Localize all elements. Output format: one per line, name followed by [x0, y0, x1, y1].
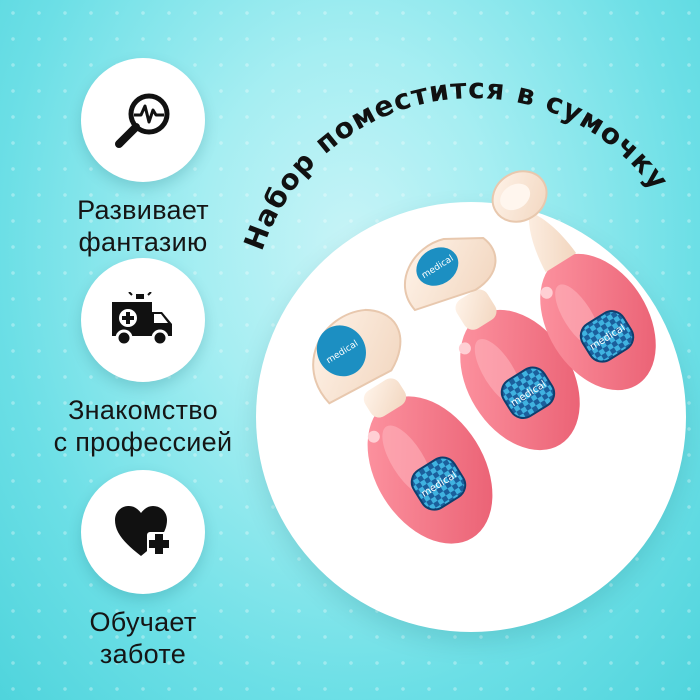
feature-icon-circle: [81, 258, 205, 382]
heart-plus-icon: [115, 506, 171, 556]
feature-label: Развивает фантазию: [13, 194, 273, 258]
toy-spatula: medical: [491, 170, 656, 391]
feature-care: Обучает заботе: [13, 470, 273, 670]
magnifier-heartbeat-icon: [115, 93, 170, 148]
feature-label-line: Обучает: [89, 607, 197, 637]
feature-icon-circle: [81, 58, 205, 182]
sticker: [316, 325, 366, 377]
feature-label-line: заботе: [99, 639, 187, 669]
toy-hammer: medical medical: [403, 236, 580, 451]
ambulance-icon: [112, 292, 172, 347]
feature-label-line: Знакомство: [68, 395, 218, 425]
feature-fantasy: Развивает фантазию: [13, 58, 273, 258]
feature-label-line: фантазию: [78, 227, 208, 257]
feature-label-line: с профессией: [53, 427, 233, 457]
feature-icon-circle: [81, 470, 205, 594]
feature-label-line: Развивает: [77, 195, 209, 225]
feature-label: Обучает заботе: [13, 606, 273, 670]
feature-profession: Знакомство с профессией: [13, 258, 273, 458]
feature-label: Знакомство с профессией: [13, 394, 273, 458]
toy-otoscope: medical medical: [312, 308, 493, 544]
